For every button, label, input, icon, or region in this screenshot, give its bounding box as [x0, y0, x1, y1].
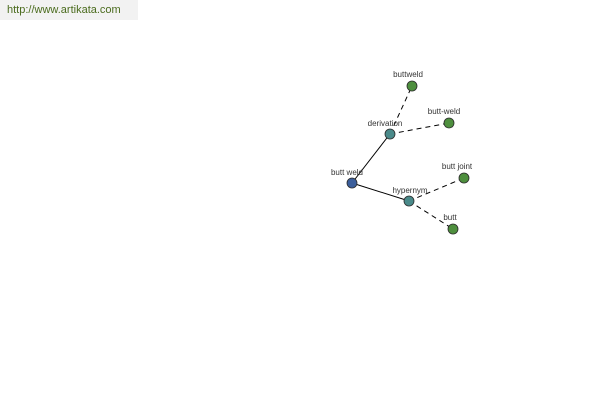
edge-root-to-derivation [351, 133, 391, 184]
edge-derivation-to-butt-weld [389, 122, 450, 135]
node-label-root: butt weld [331, 168, 363, 177]
nodes-layer [346, 80, 470, 235]
node-derivation[interactable] [384, 128, 396, 140]
labels-layer: butt weld derivation hypernym buttweld butt-… [331, 70, 473, 222]
edges-layer [351, 85, 465, 230]
node-label-butt-weld: butt-weld [428, 107, 460, 116]
node-butt-weld[interactable] [443, 117, 455, 129]
site-banner: http://www.artikata.com [0, 0, 138, 20]
node-buttweld[interactable] [406, 80, 418, 92]
node-hypernym[interactable] [403, 195, 415, 207]
node-root[interactable] [346, 177, 358, 189]
node-butt-joint[interactable] [458, 172, 470, 184]
node-label-hypernym: hypernym [392, 186, 427, 195]
edge-root-to-hypernym [351, 182, 410, 202]
site-url-link[interactable]: http://www.artikata.com [7, 4, 121, 16]
node-label-derivation: derivation [368, 119, 403, 128]
node-butt[interactable] [447, 223, 459, 235]
node-label-butt-joint: butt joint [442, 162, 473, 171]
node-label-buttweld: buttweld [393, 70, 423, 79]
edge-hypernym-to-butt-joint [408, 177, 465, 202]
node-label-butt: butt [443, 213, 457, 222]
